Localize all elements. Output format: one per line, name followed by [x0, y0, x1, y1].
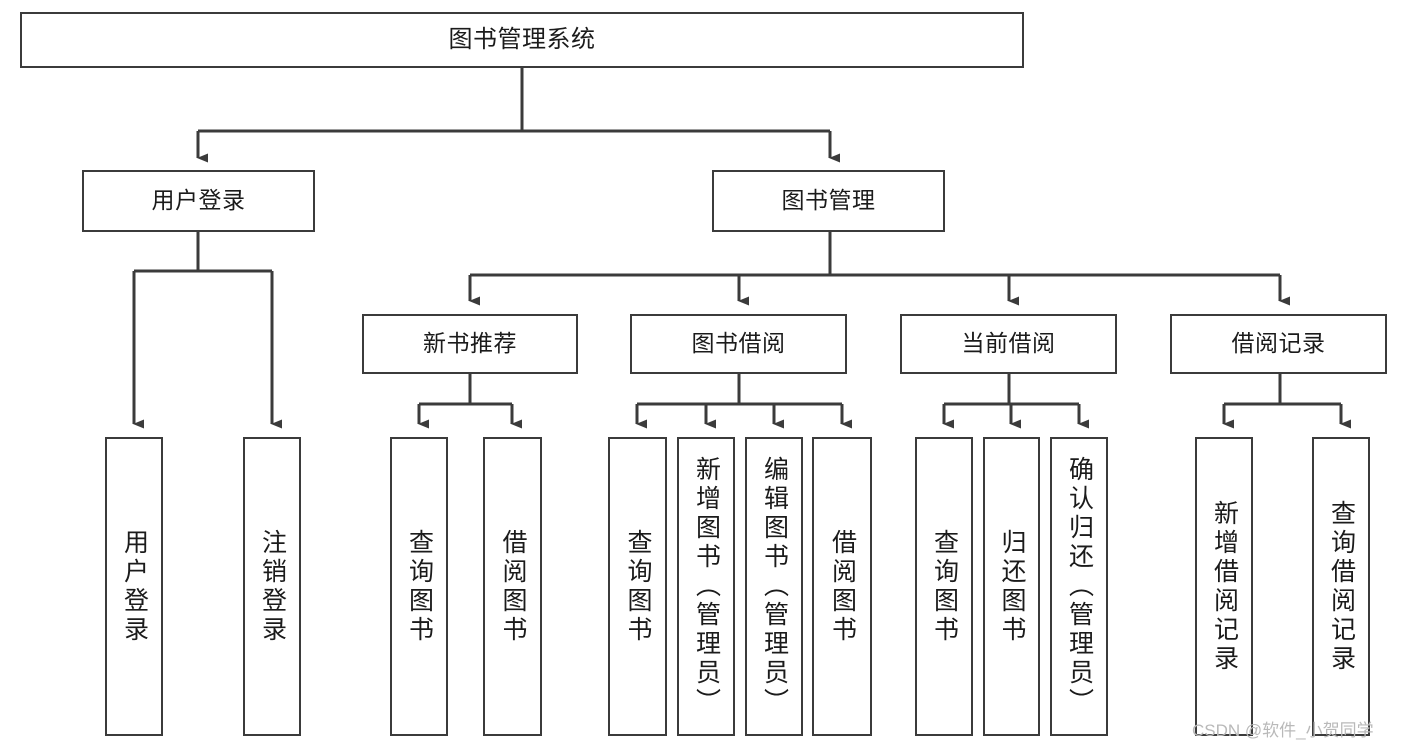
node-label: 确认归还（管理员）	[1065, 456, 1094, 717]
csdn-watermark: CSDN @软件_小贺同学	[1192, 721, 1374, 740]
node-label: 归还图书	[998, 528, 1026, 645]
node-label: 借阅记录	[1231, 330, 1326, 357]
node-user-login[interactable]: 用户登录	[82, 170, 315, 232]
node-label: 借阅图书	[499, 528, 527, 645]
node-borrow-record[interactable]: 借阅记录	[1170, 314, 1387, 374]
node-root-book-management-system[interactable]: 图书管理系统	[20, 12, 1024, 68]
node-label: 新书推荐	[423, 330, 517, 357]
leaf-user-login-signout[interactable]: 注销登录	[243, 437, 301, 736]
leaf-new-book-borrow-book[interactable]: 借阅图书	[483, 437, 542, 736]
node-label: 借阅图书	[828, 528, 857, 645]
leaf-book-borrow-borrow-book[interactable]: 借阅图书	[812, 437, 872, 736]
leaf-borrow-record-query-record[interactable]: 查询借阅记录	[1312, 437, 1370, 736]
node-label: 图书管理系统	[448, 25, 596, 53]
node-book-management[interactable]: 图书管理	[712, 170, 945, 232]
leaf-book-borrow-add-book-admin[interactable]: 新增图书（管理员）	[677, 437, 735, 736]
node-label: 用户登录	[151, 187, 246, 214]
node-label: 用户登录	[120, 528, 149, 645]
leaf-current-borrow-query-book[interactable]: 查询图书	[915, 437, 973, 736]
leaf-borrow-record-add-record[interactable]: 新增借阅记录	[1195, 437, 1253, 736]
node-new-book-recommend[interactable]: 新书推荐	[362, 314, 578, 374]
node-label: 新增借阅记录	[1210, 499, 1239, 674]
node-label: 图书借阅	[691, 330, 786, 357]
node-label: 查询图书	[624, 528, 652, 645]
node-label: 图书管理	[781, 187, 876, 214]
node-label: 注销登录	[258, 528, 287, 645]
node-label: 查询借阅记录	[1327, 499, 1356, 674]
leaf-current-borrow-return-book[interactable]: 归还图书	[983, 437, 1040, 736]
leaf-new-book-query-book[interactable]: 查询图书	[390, 437, 448, 736]
node-label: 查询图书	[405, 528, 434, 645]
node-current-borrow[interactable]: 当前借阅	[900, 314, 1117, 374]
leaf-book-borrow-edit-book-admin[interactable]: 编辑图书（管理员）	[745, 437, 803, 736]
node-book-borrow[interactable]: 图书借阅	[630, 314, 847, 374]
node-label: 查询图书	[930, 528, 959, 645]
leaf-book-borrow-query-book[interactable]: 查询图书	[608, 437, 667, 736]
leaf-user-login-signin[interactable]: 用户登录	[105, 437, 163, 736]
leaf-current-borrow-confirm-return-admin[interactable]: 确认归还（管理员）	[1050, 437, 1108, 736]
node-label: 当前借阅	[961, 330, 1056, 357]
node-label: 编辑图书（管理员）	[760, 456, 789, 717]
node-label: 新增图书（管理员）	[692, 456, 721, 717]
